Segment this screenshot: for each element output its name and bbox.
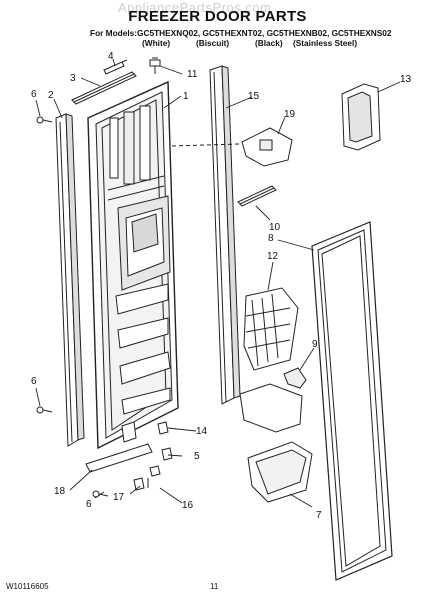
page-number: 11 bbox=[210, 582, 219, 591]
part-screws-6 bbox=[36, 116, 109, 498]
color-label-biscuit: (Biscuit) bbox=[196, 38, 230, 48]
callout-6-hinge: 6 bbox=[86, 499, 92, 510]
callout-7: 7 bbox=[316, 510, 322, 521]
color-label-white: (White) bbox=[142, 38, 171, 48]
part-top-clip bbox=[103, 59, 128, 75]
color-label-stainless: (Stainless Steel) bbox=[293, 38, 358, 48]
part-door-gasket-strip bbox=[209, 65, 241, 405]
callout-6-top: 6 bbox=[31, 89, 37, 100]
page-title: FREEZER DOOR PARTS bbox=[128, 8, 307, 25]
part-hinge-screw-top bbox=[149, 57, 161, 74]
callout-6-bottom: 6 bbox=[31, 376, 37, 387]
part-small-trim bbox=[237, 185, 277, 207]
callout-2: 2 bbox=[48, 90, 54, 101]
callout-3: 3 bbox=[70, 73, 76, 84]
part-bracket bbox=[171, 127, 293, 167]
callout-14: 14 bbox=[196, 426, 208, 437]
callout-16: 16 bbox=[182, 500, 194, 511]
part-left-trim bbox=[55, 113, 85, 447]
part-door-gasket bbox=[311, 221, 393, 581]
document-number: W10116605 bbox=[6, 582, 49, 591]
part-door-bin-small bbox=[239, 367, 307, 433]
color-label-black: (Black) bbox=[255, 38, 283, 48]
part-bottom-hinge-hardware bbox=[85, 421, 173, 491]
callout-5: 5 bbox=[194, 451, 200, 462]
models-line: For Models:GC5THEXNQ02, GC5THEXNT02, GC5… bbox=[90, 28, 392, 38]
part-wire-basket bbox=[243, 287, 299, 371]
part-door-bin-large bbox=[247, 441, 313, 503]
callout-11: 11 bbox=[187, 69, 198, 80]
part-top-trim bbox=[71, 71, 137, 105]
callout-12: 12 bbox=[267, 251, 279, 262]
part-handle-cover bbox=[341, 83, 381, 151]
callout-13: 13 bbox=[400, 74, 412, 85]
callout-4: 4 bbox=[108, 51, 114, 62]
callout-17: 17 bbox=[113, 492, 125, 503]
callout-10: 10 bbox=[269, 222, 281, 233]
callout-1: 1 bbox=[183, 91, 189, 102]
leader-lines bbox=[35, 58, 401, 508]
part-freezer-door bbox=[87, 80, 179, 450]
callout-8: 8 bbox=[268, 233, 274, 244]
callout-18: 18 bbox=[54, 486, 66, 497]
callout-numbers: 1 2 3 4 5 6 6 7 8 9 10 11 12 13 14 15 16… bbox=[31, 51, 412, 521]
callout-19: 19 bbox=[284, 109, 296, 120]
callout-15: 15 bbox=[248, 91, 260, 102]
callout-9: 9 bbox=[312, 339, 318, 350]
watermark: AppliancePartsPros.com bbox=[118, 0, 272, 15]
